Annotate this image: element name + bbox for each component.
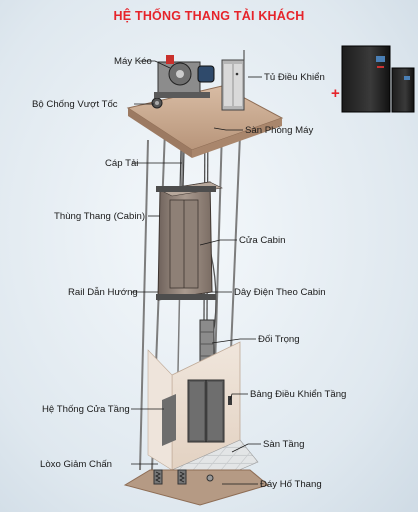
ups-tower-small-icon	[391, 67, 415, 113]
label-bang-dieu-khien-tang: Bảng Điều Khiển Tầng	[250, 389, 346, 400]
label-loxo-giam-chan: Lòxo Giảm Chấn	[40, 459, 112, 470]
label-cap-tai: Cáp Tải	[105, 158, 138, 169]
landing-button-panel	[228, 396, 232, 405]
landing-wall	[147, 341, 241, 471]
label-san-phong-may: Sàn Phòng Máy	[245, 125, 313, 136]
elevator-pit	[123, 469, 270, 506]
label-bo-chong-vuot-toc: Bộ Chống Vượt Tốc	[32, 99, 118, 110]
label-day-dien-theo-cabin: Dây Điện Theo Cabin	[234, 287, 326, 298]
label-he-thong-cua-tang: Hệ Thống Cửa Tầng	[42, 404, 130, 415]
label-rail-dan-huong: Rail Dẫn Hướng	[68, 287, 138, 298]
label-may-keo: Máy Kéo	[114, 56, 152, 67]
diagram-title: HỆ THỐNG THANG TẢI KHÁCH	[113, 9, 305, 23]
machine-room-slab-edge-right	[192, 118, 282, 158]
elevator-cabin	[156, 181, 223, 301]
leader-lines	[131, 60, 262, 485]
plus-sign: +	[331, 85, 340, 102]
label-cua-cabin: Cửa Cabin	[239, 235, 285, 246]
label-tu-dieu-khien: Tủ Điều Khiển	[264, 72, 325, 83]
label-doi-trong: Đối Trọng	[258, 334, 300, 345]
labels: Máy Kéo Bộ Chống Vượt Tốc Tủ Điều Khiển …	[32, 56, 346, 490]
traction-machine-icon	[154, 55, 215, 98]
machine-room-slab-edge	[128, 108, 192, 158]
label-san-tang: Sàn Tầng	[263, 439, 304, 450]
ups-tower-large-icon	[341, 45, 391, 113]
label-thung-thang: Thùng Thang (Cabin)	[54, 211, 145, 222]
label-day-ho-thang: Đáy Hố Thang	[260, 479, 322, 490]
controller-cabinet-icon	[221, 50, 245, 111]
overspeed-governor	[151, 97, 163, 109]
